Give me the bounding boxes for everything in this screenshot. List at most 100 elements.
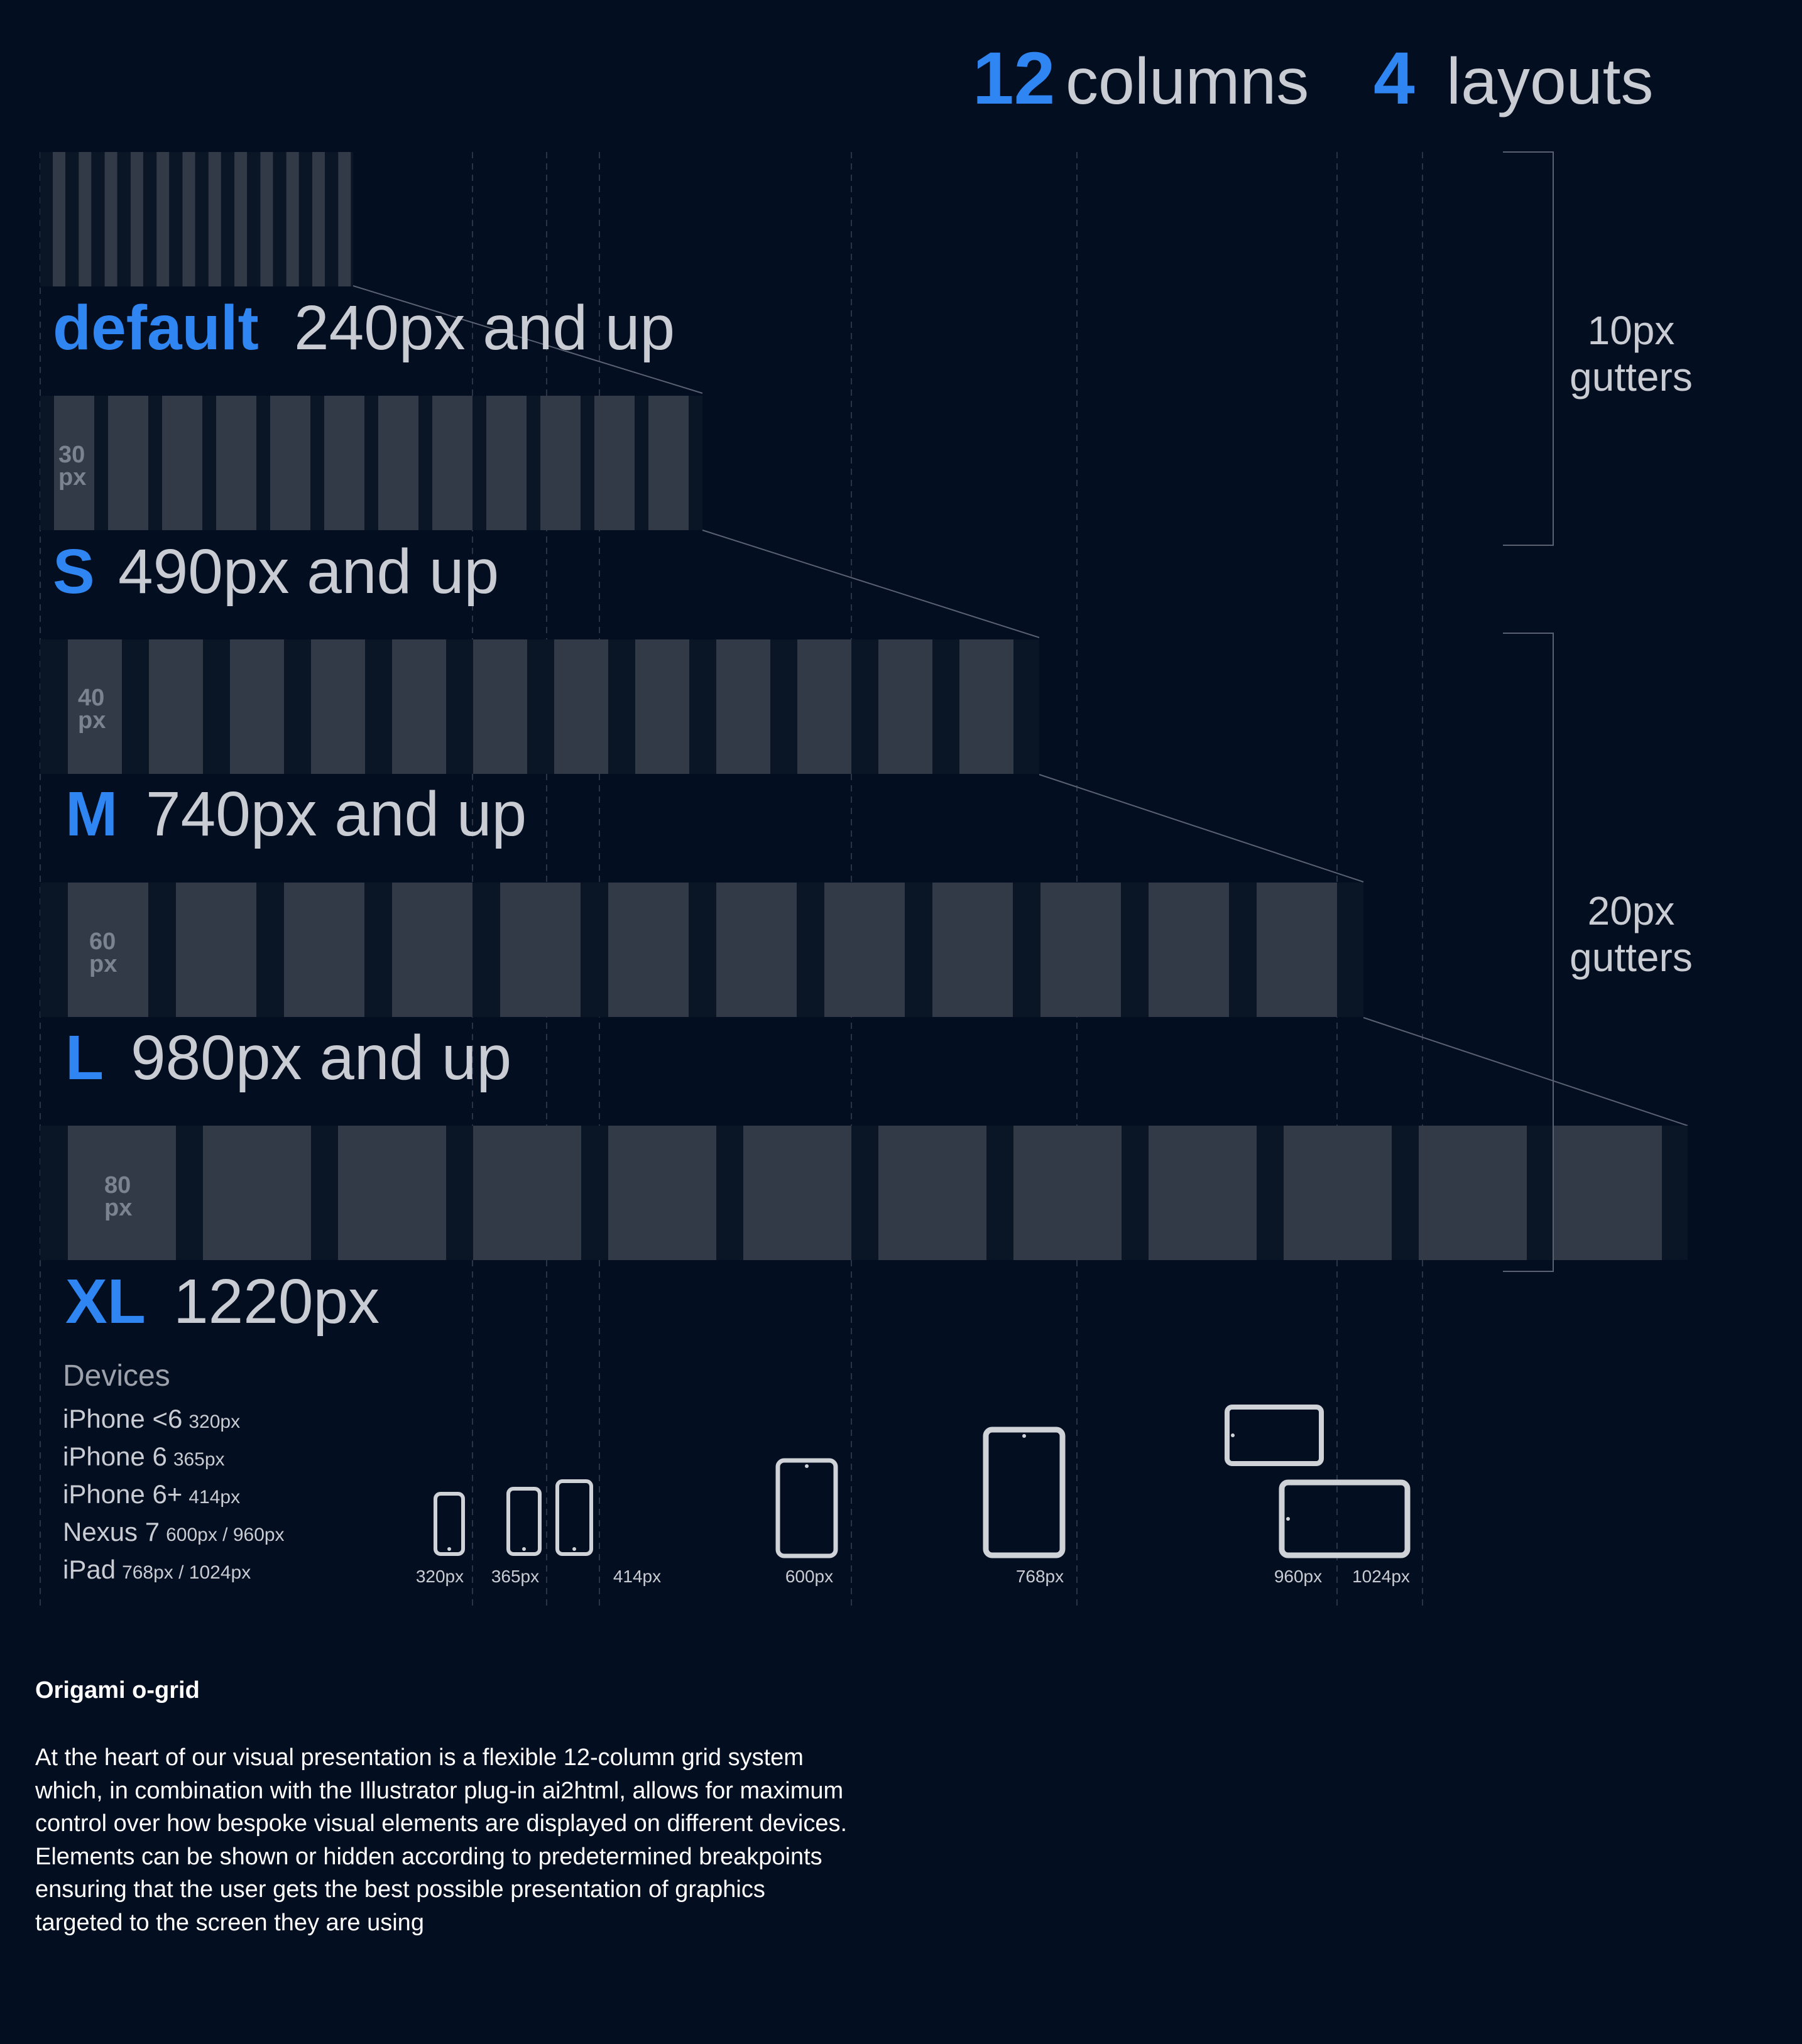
- device-width-label: 414px: [613, 1567, 661, 1586]
- connector-line: [702, 530, 1040, 638]
- grid-strip-s: [40, 396, 702, 530]
- grid-column-xl: [608, 1126, 716, 1260]
- grid-column-xl: [743, 1126, 851, 1260]
- layout-l-name: L: [65, 1023, 104, 1093]
- layout-m-range: 740px and up: [146, 779, 527, 849]
- columns-label: columns: [1066, 45, 1309, 118]
- grid-column-m: [959, 639, 1013, 774]
- ipad-portrait-icon: [983, 1427, 1066, 1558]
- layout-default-range: 240px and up: [294, 293, 675, 363]
- layout-xl-range: 1220px: [173, 1266, 380, 1337]
- l-column-width-unit: px: [89, 951, 117, 977]
- device-name: iPhone 6: [63, 1442, 167, 1471]
- xl-column-width-unit: px: [104, 1195, 132, 1221]
- s-column-width-value: 30: [58, 442, 85, 468]
- grid-column-s: [594, 396, 635, 530]
- grid-column-default: [260, 152, 273, 286]
- grid-column-default: [156, 152, 170, 286]
- grid-column-s: [378, 396, 418, 530]
- layout-l-range: 980px and up: [131, 1023, 511, 1093]
- device-width-label: 365px: [491, 1567, 539, 1586]
- device-size: 600px / 960px: [166, 1525, 284, 1545]
- grid-column-l: [176, 883, 256, 1017]
- gutter-bracket-10: [1503, 151, 1554, 546]
- device-width-label: 320px: [416, 1567, 464, 1586]
- device-size: 320px: [188, 1411, 240, 1432]
- grid-column-s: [540, 396, 581, 530]
- device-row: iPhone 6 365px: [63, 1442, 225, 1471]
- grid-column-l: [392, 883, 472, 1017]
- grid-column-l: [1149, 883, 1229, 1017]
- grid-strip-l: [40, 883, 1363, 1017]
- grid-column-default: [312, 152, 325, 286]
- grid-column-s: [432, 396, 472, 530]
- grid-column-m: [230, 639, 284, 774]
- device-width-label: 960px: [1274, 1567, 1322, 1586]
- grid-column-xl: [1013, 1126, 1122, 1260]
- device-width-label: 768px: [1016, 1567, 1064, 1586]
- device-name: Nexus 7: [63, 1517, 160, 1547]
- connector-line: [352, 285, 703, 394]
- device-name: iPad: [63, 1555, 116, 1584]
- connector-line: [1039, 774, 1364, 883]
- layouts-label: layouts: [1446, 45, 1654, 118]
- grid-column-s: [324, 396, 364, 530]
- device-row: iPhone <6 320px: [63, 1404, 240, 1433]
- grid-strip-default: [40, 152, 353, 286]
- iphone-6-icon: [506, 1487, 542, 1556]
- m-column-width-unit: px: [78, 707, 106, 734]
- m-column-width-value: 40: [78, 685, 104, 711]
- gutter-20-label: gutters: [1570, 935, 1693, 980]
- grid-column-l: [1040, 883, 1121, 1017]
- grid-column-l: [500, 883, 581, 1017]
- grid-column-default: [130, 152, 143, 286]
- device-width-label: 600px: [785, 1567, 833, 1586]
- grid-column-xl: [473, 1126, 581, 1260]
- ipad-landscape-icon: [1279, 1479, 1411, 1558]
- grid-column-m: [554, 639, 608, 774]
- iphone-5-icon: [434, 1492, 465, 1556]
- layout-m-name: M: [65, 779, 117, 849]
- grid-column-l: [608, 883, 689, 1017]
- xl-column-width-value: 80: [104, 1172, 131, 1199]
- grid-column-xl: [68, 1126, 176, 1260]
- grid-column-l: [1257, 883, 1337, 1017]
- grid-column-xl: [1554, 1126, 1662, 1260]
- grid-strip-xl: [40, 1126, 1688, 1260]
- device-size: 414px: [188, 1487, 240, 1508]
- gutter-brackets: [1503, 151, 1554, 1272]
- grid-column-default: [234, 152, 248, 286]
- grid-column-l: [716, 883, 797, 1017]
- device-size: 365px: [173, 1449, 225, 1470]
- grid-column-s: [648, 396, 689, 530]
- device-name: iPhone <6: [63, 1404, 182, 1433]
- description-title: Origami o-grid: [35, 1677, 200, 1704]
- layout-s-range: 490px and up: [118, 536, 499, 607]
- grid-column-xl: [203, 1126, 311, 1260]
- columns-count: 12: [973, 37, 1055, 120]
- layout-xl-name: XL: [65, 1266, 146, 1337]
- grid-column-default: [79, 152, 92, 286]
- grid-column-l: [68, 883, 148, 1017]
- grid-column-m: [473, 639, 527, 774]
- breakpoint-guides: [40, 152, 1423, 1608]
- layout-s-name: S: [53, 536, 95, 607]
- grid-column-m: [68, 639, 122, 774]
- grid-column-default: [104, 152, 117, 286]
- grid-column-xl: [1284, 1126, 1392, 1260]
- gutter-10-value: 10px: [1588, 308, 1675, 353]
- grid-column-default: [182, 152, 195, 286]
- device-icons: [434, 1405, 1411, 1558]
- device-row: iPhone 6+414px: [63, 1479, 240, 1509]
- layout-default-name: default: [53, 293, 259, 363]
- description-body: At the heart of our visual presentation …: [35, 1744, 848, 1936]
- grid-column-m: [149, 639, 203, 774]
- grid-column-m: [392, 639, 446, 774]
- l-column-width-value: 60: [89, 928, 116, 955]
- grid-column-s: [486, 396, 527, 530]
- grid-column-l: [284, 883, 364, 1017]
- grid-column-m: [878, 639, 932, 774]
- nexus-7-landscape-icon: [1225, 1405, 1324, 1466]
- grid-column-m: [311, 639, 365, 774]
- grid-strip-m: [40, 639, 1039, 774]
